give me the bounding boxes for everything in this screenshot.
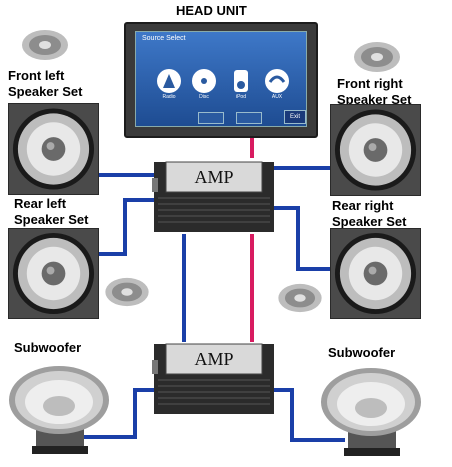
amplifier-2: AMP: [152, 340, 276, 418]
rear-left-label: Rear left Speaker Set: [14, 196, 88, 227]
front-right-label: Front right Speaker Set: [337, 76, 411, 107]
screen-title: Source Select: [142, 35, 186, 42]
source-aux-label: AUX: [271, 94, 283, 100]
source-ipod-label: iPod: [235, 94, 246, 100]
head-unit: Source Select Radio Disc iPod AUX Exit: [124, 22, 318, 138]
tweeter-rear-right-icon: [276, 282, 324, 314]
tweeter-front-left-icon: [20, 28, 70, 62]
head-unit-title: HEAD UNIT: [176, 3, 247, 18]
rear-right-label-line2: Speaker Set: [332, 214, 407, 229]
radio-icon: [156, 68, 182, 94]
front-right-label-line2: Speaker Set: [337, 92, 412, 107]
amplifier-1: AMP: [152, 158, 276, 236]
rear-left-label-line2: Speaker Set: [14, 212, 89, 227]
front-left-label-line1: Front left: [8, 68, 65, 83]
front-right-label-line1: Front right: [337, 76, 403, 91]
speaker-front-right: [330, 104, 421, 196]
wire-sub-right: [274, 388, 345, 442]
aux-icon: [264, 68, 290, 94]
speaker-front-left: [8, 103, 99, 195]
subwoofer-left-label: Subwoofer: [14, 340, 82, 355]
rear-left-label-line1: Rear left: [14, 196, 67, 211]
tweeter-rear-left-icon: [103, 276, 151, 308]
tweeter-front-right-icon: [352, 40, 402, 74]
source-radio-label: Radio: [162, 94, 176, 100]
speaker-rear-left: [8, 228, 99, 319]
amp-2-label: AMP: [194, 349, 234, 369]
head-unit-screen: Source Select Radio Disc iPod AUX Exit: [135, 31, 307, 127]
front-left-label: Front left Speaker Set: [8, 68, 82, 99]
front-left-label-line2: Speaker Set: [8, 84, 83, 99]
subwoofer-left: [6, 362, 112, 458]
hu-button-1: [198, 112, 224, 124]
subwoofer-right: [318, 364, 424, 460]
disc-icon: [191, 68, 217, 94]
rear-right-label-line1: Rear right: [332, 198, 394, 213]
wire-sub-left: [60, 388, 160, 439]
hu-button-2: [236, 112, 262, 124]
speaker-rear-right: [330, 228, 421, 319]
exit-button: Exit: [284, 110, 306, 124]
ipod-icon: [228, 68, 254, 94]
source-disc-label: Disc: [199, 94, 209, 100]
wire-rear-left: [98, 198, 160, 256]
subwoofer-right-label: Subwoofer: [328, 345, 396, 360]
amp-1-label: AMP: [194, 167, 234, 187]
rear-right-label: Rear right Speaker Set: [332, 198, 406, 229]
wire-rear-right: [274, 206, 330, 271]
